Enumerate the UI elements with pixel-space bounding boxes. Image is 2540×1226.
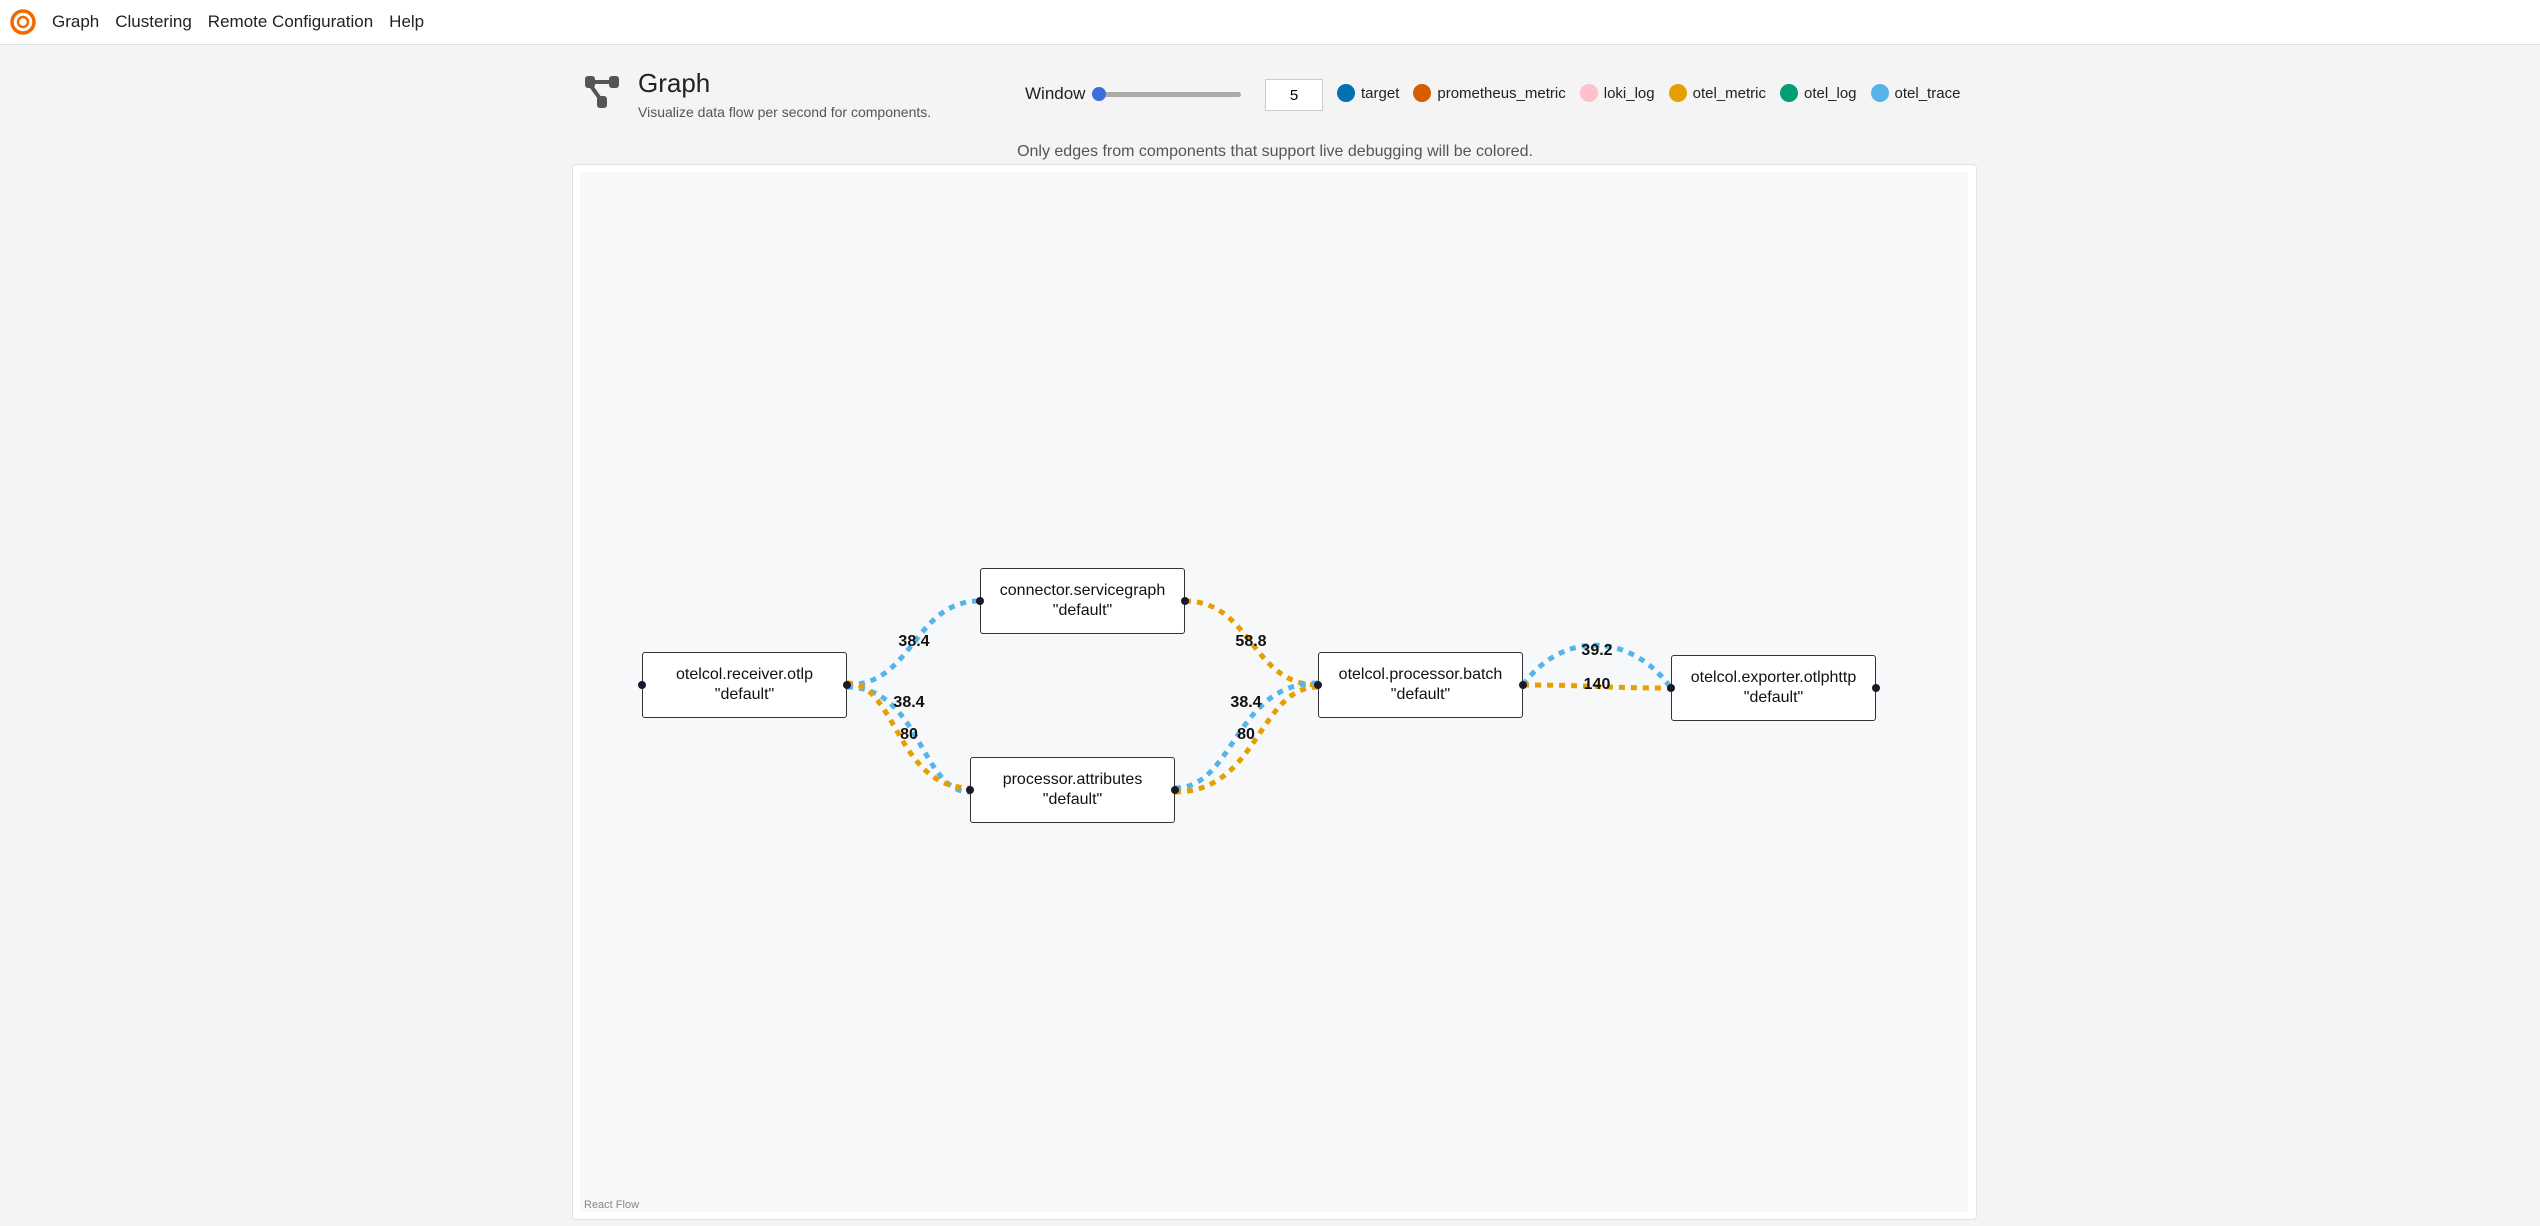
node-name: processor.attributes — [1002, 771, 1143, 788]
edge-label: 80 — [1237, 726, 1255, 743]
node-name: otelcol.processor.batch — [1338, 666, 1503, 683]
edge-label: 39.2 — [1581, 642, 1613, 659]
legend-label: loki_log — [1603, 84, 1655, 102]
legend-label: otel_metric — [1692, 84, 1766, 102]
react-flow-attribution[interactable]: React Flow — [584, 1199, 640, 1211]
legend-dot — [1337, 84, 1355, 102]
page-title: Graph — [638, 68, 711, 98]
target-handle[interactable] — [966, 786, 974, 794]
window-input[interactable] — [1265, 79, 1323, 111]
source-handle[interactable] — [1519, 681, 1527, 689]
node-exporter[interactable]: otelcol.exporter.otlphttp "default" — [1667, 655, 1880, 721]
legend-dot — [1870, 84, 1889, 102]
legend-dot — [1413, 84, 1432, 102]
node-label: "default" — [1042, 791, 1103, 808]
node-label: "default" — [714, 686, 775, 703]
legend-dot — [1579, 84, 1598, 102]
legend-item-otel-trace: otel_trace — [1870, 84, 1961, 102]
window-slider-thumb[interactable] — [1092, 87, 1106, 101]
nav-clustering[interactable]: Clustering — [115, 12, 192, 31]
node-servicegraph[interactable]: connector.servicegraph "default" — [976, 568, 1189, 634]
node-batch[interactable]: otelcol.processor.batch "default" — [1314, 652, 1527, 718]
page-subtitle: Visualize data flow per second for compo… — [638, 104, 932, 120]
target-handle[interactable] — [638, 681, 646, 689]
source-handle[interactable] — [1872, 684, 1880, 692]
window-label: Window — [1025, 84, 1086, 103]
window-slider[interactable] — [1093, 92, 1241, 97]
legend-label: target — [1361, 84, 1400, 102]
source-handle[interactable] — [1171, 786, 1179, 794]
app-logo-icon[interactable] — [10, 9, 36, 35]
edge-label: 140 — [1583, 676, 1611, 693]
edge-label: 80 — [900, 726, 918, 743]
node-name: otelcol.receiver.otlp — [676, 666, 813, 683]
edge-label: 38.4 — [1230, 694, 1262, 711]
legend-item-target: target — [1337, 84, 1399, 102]
legend-item-prometheus-metric: prometheus_metric — [1413, 84, 1566, 102]
node-label: "default" — [1390, 686, 1451, 703]
node-receiver[interactable]: otelcol.receiver.otlp "default" — [638, 652, 851, 718]
nav-help[interactable]: Help — [389, 12, 425, 31]
source-handle[interactable] — [1181, 597, 1189, 605]
nav-remote-configuration[interactable]: Remote Configuration — [207, 12, 374, 31]
legend-label: prometheus_metric — [1437, 84, 1566, 102]
legend-item-otel-metric: otel_metric — [1668, 84, 1766, 102]
node-label: "default" — [1052, 602, 1113, 619]
graph-icon — [585, 76, 619, 108]
node-name: otelcol.exporter.otlphttp — [1690, 669, 1857, 686]
top-nav-bar: Graph Clustering Remote Configuration He… — [0, 0, 2540, 45]
edge-label: 38.4 — [893, 694, 925, 711]
legend-label: otel_trace — [1894, 84, 1961, 102]
edge-label: 58.8 — [1235, 633, 1267, 650]
live-debugging-note: Only edges from components that support … — [1017, 143, 1533, 160]
edge-label: 38.4 — [898, 633, 930, 650]
legend-label: otel_log — [1803, 84, 1857, 102]
node-label: "default" — [1743, 689, 1804, 706]
target-handle[interactable] — [976, 597, 984, 605]
target-handle[interactable] — [1667, 684, 1675, 692]
source-handle[interactable] — [843, 681, 851, 689]
legend-dot — [1668, 84, 1687, 102]
node-attributes[interactable]: processor.attributes "default" — [966, 757, 1179, 823]
legend-dot — [1779, 84, 1798, 102]
target-handle[interactable] — [1314, 681, 1322, 689]
nav-graph[interactable]: Graph — [52, 12, 100, 31]
legend: target prometheus_metric loki_log otel_metr… — [1337, 84, 1974, 102]
legend-item-loki-log: loki_log — [1579, 84, 1655, 102]
node-name: connector.servicegraph — [999, 582, 1166, 599]
legend-item-otel-log: otel_log — [1779, 84, 1857, 102]
